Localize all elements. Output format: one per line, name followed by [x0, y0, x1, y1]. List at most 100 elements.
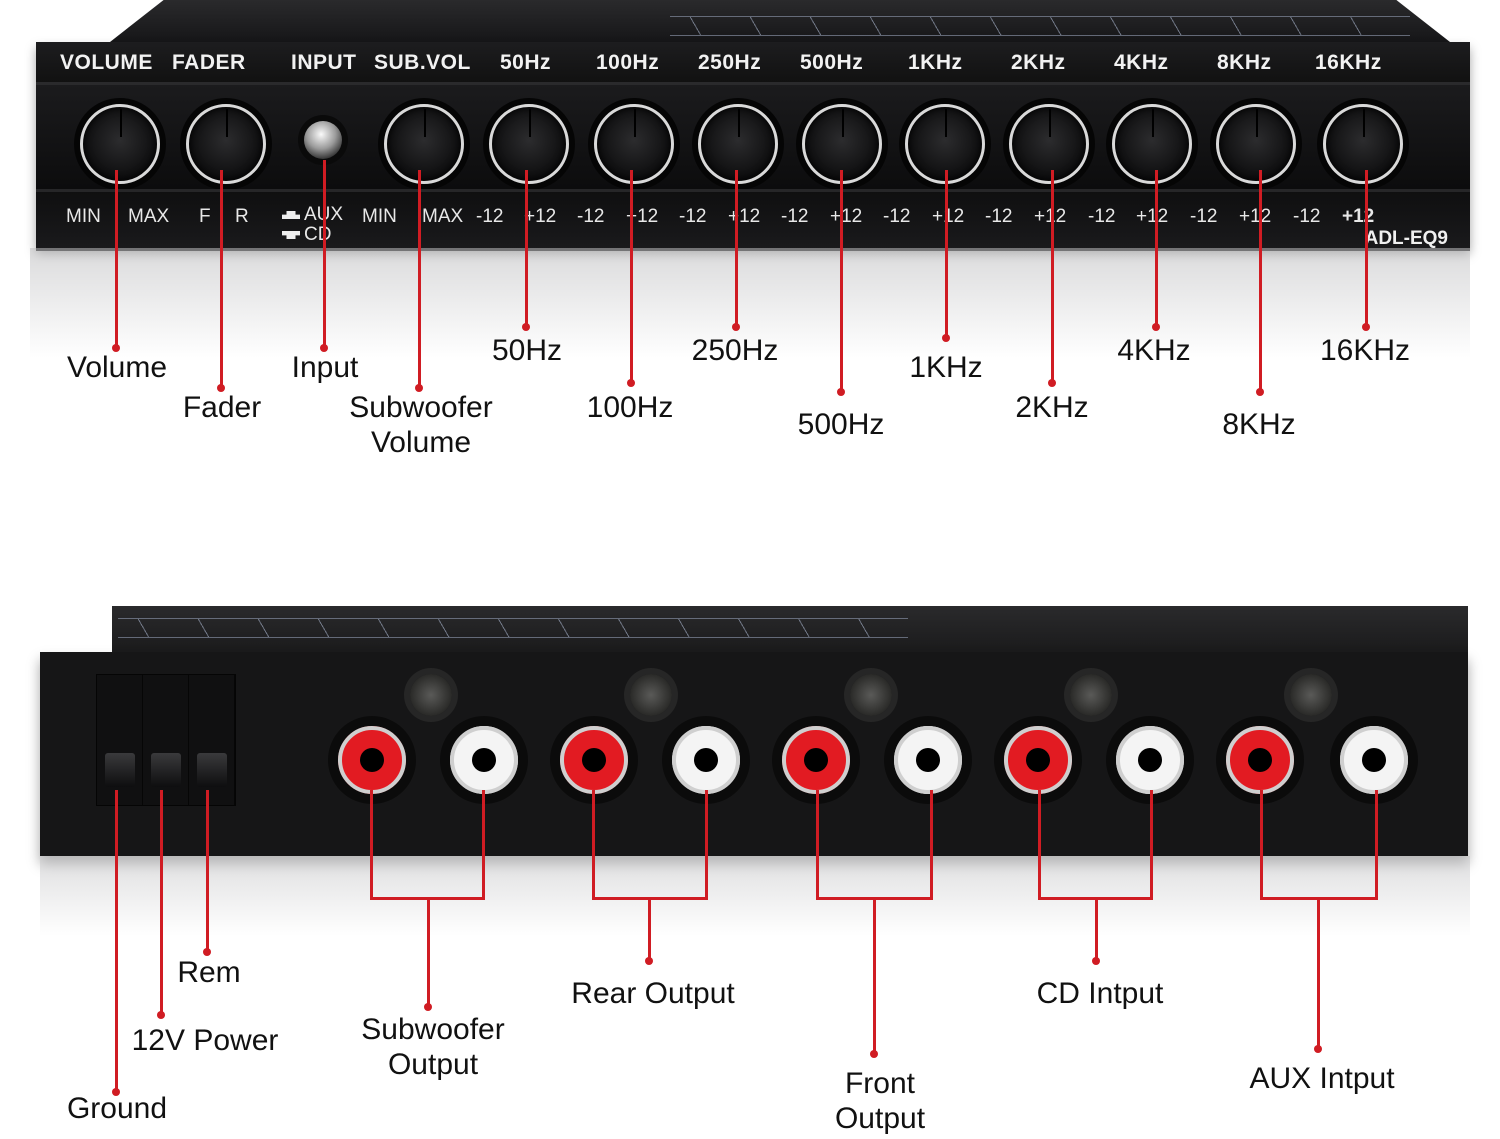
power-terminal-block: [96, 674, 236, 806]
bracket-front-left: [816, 790, 819, 900]
terminal-12v[interactable]: [143, 675, 189, 805]
callout-dot-16khz: [1362, 323, 1370, 331]
gain-trim-sub[interactable]: [410, 674, 452, 716]
terminal-screw[interactable]: [197, 753, 227, 787]
scale-4khz-min: -12: [1088, 206, 1116, 227]
callout-dot-fader: [217, 384, 225, 392]
callout-100hz: 100Hz: [586, 391, 674, 424]
callout-line-8khz: [1259, 170, 1262, 392]
eq-50hz-knob[interactable]: [489, 104, 569, 184]
scale-8khz-max: +12: [1239, 206, 1272, 227]
volume-knob[interactable]: [80, 104, 160, 184]
terminal-screw[interactable]: [105, 753, 135, 787]
eq-4khz-knob[interactable]: [1112, 104, 1192, 184]
aux-in-left-jack[interactable]: [1226, 726, 1294, 794]
rear-out-left-jack[interactable]: [560, 726, 628, 794]
cd-text: CD: [304, 224, 332, 245]
front-out-left-jack[interactable]: [782, 726, 850, 794]
callout-line-aux-in: [1317, 897, 1320, 1049]
callout-500hz: 500Hz: [797, 408, 885, 441]
scale-1khz-max: +12: [932, 206, 965, 227]
cd-in-left-jack[interactable]: [1004, 726, 1072, 794]
callout-dot-8khz: [1256, 388, 1264, 396]
callout-line-250hz: [735, 170, 738, 327]
front-out-right-jack[interactable]: [894, 726, 962, 794]
callout-line-sub-vol: [418, 170, 421, 388]
callout-8khz: 8KHz: [1222, 408, 1296, 441]
callout-line-ground: [115, 790, 118, 1092]
label-sub-vol: SUB.VOL: [374, 51, 471, 74]
sub-vol-knob[interactable]: [384, 104, 464, 184]
aux-in-right-jack[interactable]: [1340, 726, 1408, 794]
scale-input-aux: AUX: [282, 204, 343, 226]
callout-rem: Rem: [177, 956, 241, 989]
callout-dot-aux-in: [1314, 1045, 1322, 1053]
callout-dot-50hz: [522, 323, 530, 331]
callout-cd-input: CD Intput: [1036, 977, 1164, 1010]
switch-up-icon: [282, 210, 300, 219]
eq-16khz-knob[interactable]: [1323, 104, 1403, 184]
scale-4khz-max: +12: [1136, 206, 1169, 227]
callout-dot-rem: [203, 948, 211, 956]
callout-volume: Volume: [66, 351, 168, 384]
callout-line-16khz: [1365, 170, 1368, 327]
scale-500hz-max: +12: [830, 206, 863, 227]
gain-trim-cd[interactable]: [1070, 674, 1112, 716]
terminal-rem[interactable]: [189, 675, 235, 805]
callout-line-rear-out: [648, 897, 651, 961]
eq-graphic-rear: [118, 618, 908, 638]
gain-trim-aux[interactable]: [1290, 674, 1332, 716]
label-100hz: 100Hz: [596, 51, 660, 74]
scale-100hz-max: +12: [626, 206, 659, 227]
input-switch[interactable]: [304, 121, 342, 159]
scale-volume-max: MAX: [128, 206, 170, 227]
gain-trim-rear[interactable]: [630, 674, 672, 716]
callout-line-input: [323, 160, 326, 348]
label-8khz: 8KHz: [1217, 51, 1272, 74]
terminal-screw[interactable]: [151, 753, 181, 787]
callout-1khz: 1KHz: [909, 351, 983, 384]
gain-trim-front[interactable]: [850, 674, 892, 716]
callout-dot-4khz: [1152, 323, 1160, 331]
reflection-rear: [40, 856, 1470, 936]
eq-2khz-knob[interactable]: [1009, 104, 1089, 184]
model-name: ADL-EQ9: [1364, 228, 1448, 249]
callout-dot-12v: [157, 1011, 165, 1019]
cd-in-right-jack[interactable]: [1116, 726, 1184, 794]
sub-out-left-jack[interactable]: [338, 726, 406, 794]
callout-16khz: 16KHz: [1319, 334, 1411, 367]
eq-graphic: [670, 16, 1410, 36]
callout-line-sub-out: [427, 897, 430, 1007]
bracket-front-right: [930, 790, 933, 900]
rear-out-right-jack[interactable]: [672, 726, 740, 794]
callout-input: Input: [291, 351, 359, 384]
scale-2khz-max: +12: [1034, 206, 1066, 228]
bracket-aux-left: [1260, 790, 1263, 900]
label-fader: FADER: [172, 51, 246, 74]
callout-dot-front-out: [870, 1050, 878, 1058]
bracket-cd-left: [1038, 790, 1041, 900]
label-strip: VOLUME FADER INPUT SUB.VOL 50Hz 100Hz 25…: [36, 42, 1470, 85]
bracket-sub-right: [482, 790, 485, 900]
bracket-cd-right: [1150, 790, 1153, 900]
label-volume: VOLUME: [60, 51, 153, 74]
label-250hz: 250Hz: [698, 51, 762, 74]
sub-out-right-jack[interactable]: [450, 726, 518, 794]
scale-fader-r: R: [235, 206, 249, 227]
fader-knob[interactable]: [186, 104, 266, 184]
callout-line-front-out: [873, 897, 876, 1053]
scale-sub-max: MAX: [422, 206, 464, 227]
callout-subwoofer-output: Subwoofer Output: [361, 1013, 505, 1081]
scale-250hz-max: +12: [728, 206, 761, 227]
callout-line-50hz: [525, 170, 528, 327]
callout-subwoofer-volume: Subwoofer Volume: [349, 391, 493, 459]
label-2khz: 2KHz: [1011, 51, 1066, 74]
label-4khz: 4KHz: [1114, 51, 1169, 74]
eq-250hz-knob[interactable]: [698, 104, 778, 184]
terminal-ground[interactable]: [97, 675, 143, 805]
callout-line-4khz: [1155, 170, 1158, 327]
eq-100hz-knob[interactable]: [594, 104, 674, 184]
scale-1khz-min: -12: [883, 206, 911, 227]
eq-8khz-knob[interactable]: [1216, 104, 1296, 184]
scale-100hz-min: -12: [577, 206, 605, 227]
